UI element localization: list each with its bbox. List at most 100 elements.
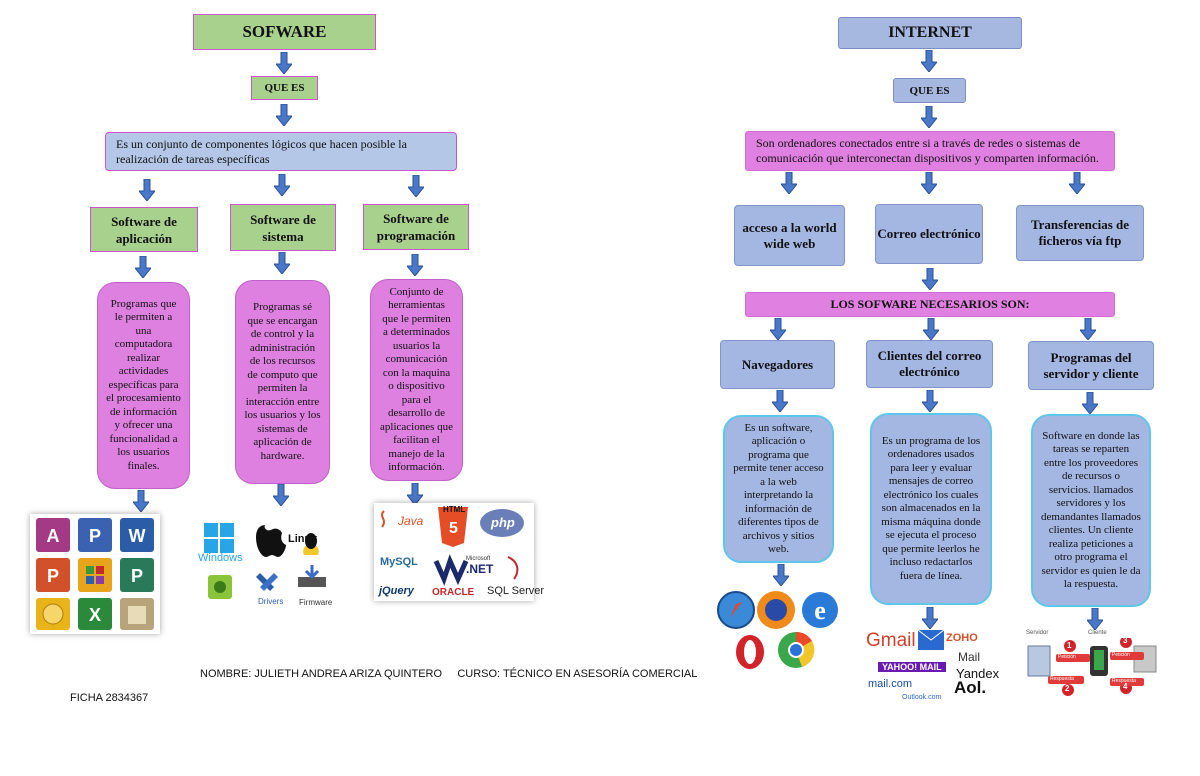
category-programming-label: Software de programación — [376, 211, 456, 243]
mail-envelope-icon — [918, 630, 944, 650]
office-icons: A P W P P X — [36, 518, 154, 630]
sqlserver-logo-label: SQL Server — [487, 585, 545, 597]
system-description: Programas sé que se encargan de control … — [235, 280, 330, 484]
request-label-1: Petición — [1058, 654, 1076, 660]
service-ftp-label: Transferencias de ficheros vía ftp — [1030, 217, 1130, 248]
system-description-text: Programas sé que se encargan de control … — [244, 301, 321, 462]
internet-title: INTERNET — [838, 17, 1022, 49]
arrow-down-icon — [773, 564, 789, 586]
html5-logo-icon — [438, 507, 468, 547]
software-browsers-label: Navegadores — [741, 356, 814, 372]
yandex-logo-label: Yandex — [956, 666, 1000, 681]
software-definition-text: Es un conjunto de componentes lógicos qu… — [116, 136, 407, 166]
service-email: Correo electrónico — [875, 204, 983, 264]
step-4-label: 4 — [1123, 682, 1128, 691]
internet-definition-text: Son ordenadores conectados entre si a tr… — [756, 136, 1099, 165]
server-label: Servidor — [1026, 630, 1049, 636]
arrow-down-icon — [133, 490, 149, 512]
linux-logo-label: Linux — [288, 533, 318, 545]
zoho-mail-label: Mail — [958, 650, 981, 664]
browser-logos: e — [717, 591, 838, 669]
arrow-down-icon — [276, 104, 292, 126]
office-apps-image: A P W P P X — [30, 514, 160, 634]
yahoo-mail-label: YAHOO! MAIL — [878, 662, 946, 672]
dotnet-logo-icon — [433, 554, 469, 586]
sqlserver-logo-icon — [507, 556, 519, 580]
arrow-down-icon — [274, 174, 290, 196]
server-client-description-text: Software en donde las tareas se reparten… — [1041, 429, 1141, 591]
programming-description-text: Conjunto de herramientas que le permiten… — [380, 285, 453, 474]
client-label: Cliente — [1088, 630, 1107, 636]
arrow-down-icon — [772, 390, 788, 412]
arrow-down-icon — [139, 179, 155, 201]
arrow-down-icon — [922, 390, 938, 412]
client-server-diagram: Servidor Cliente 1 3 2 4 Petición Petici… — [1024, 630, 1160, 696]
arrow-down-icon — [921, 106, 937, 128]
footer-name: NOMBRE: JULIETH ANDREA ARIZA QUINTERO — [200, 668, 443, 680]
category-system-label: Software de sistema — [250, 211, 316, 244]
mail-logos: Gmail ZOHO Mail YAHOO! MAIL Yandex mail.… — [864, 628, 999, 701]
software-email-clients-label: Clientes del correo electrónico — [877, 348, 982, 379]
arrow-down-icon — [921, 50, 937, 72]
jquery-logo-label: jQuery — [379, 585, 414, 597]
java-logo-label: Java — [398, 514, 424, 528]
os-logos — [204, 523, 326, 599]
software-server-client: Programas del servidor y cliente — [1028, 341, 1154, 390]
mysql-logo-label: MySQL — [380, 556, 418, 568]
footer-course: CURSO: TÉCNICO EN ASESORÍA COMERCIAL — [457, 668, 698, 680]
oracle-logo-label: ORACLE — [432, 587, 475, 598]
firmware-logo-label: Firmware — [299, 598, 333, 607]
java-logo-icon — [381, 510, 385, 528]
arrow-down-icon — [922, 607, 938, 629]
software-definition: Es un conjunto de componentes lógicos qu… — [105, 132, 457, 171]
software-question: QUE ES — [251, 76, 318, 100]
step-2-label: 2 — [1065, 684, 1070, 693]
arrow-down-icon — [276, 52, 292, 74]
service-ftp: Transferencias de ficheros vía ftp — [1016, 205, 1144, 261]
arrow-down-icon — [1082, 392, 1098, 414]
request-label-2: Petición — [1112, 652, 1130, 658]
php-logo-icon — [480, 509, 524, 537]
ie-logo-icon — [802, 592, 838, 628]
internet-definition: Son ordenadores conectados entre si a tr… — [745, 131, 1115, 171]
arrow-down-icon — [273, 484, 289, 506]
software-email-clients: Clientes del correo electrónico — [866, 340, 993, 388]
arrow-down-icon — [1080, 318, 1096, 340]
client-server-icons — [1027, 638, 1157, 696]
software-question-text: QUE ES — [264, 82, 305, 94]
arrow-down-icon — [1087, 608, 1103, 630]
software-server-client-label: Programas del servidor y cliente — [1043, 349, 1139, 381]
svg-text:P: P — [47, 566, 59, 586]
category-system: Software de sistema — [230, 204, 336, 251]
step-3-label: 3 — [1123, 636, 1128, 645]
arrow-down-icon — [274, 252, 290, 274]
zoho-logo-label: ZOHO — [946, 632, 978, 644]
svg-text:P: P — [89, 526, 101, 546]
software-browsers: Navegadores — [720, 340, 835, 389]
arrow-down-icon — [770, 318, 786, 340]
apple-logo-icon — [256, 525, 286, 557]
internet-question: QUE ES — [893, 78, 966, 103]
service-www: acceso a la world wide web — [734, 205, 845, 266]
drivers-logo-label: Drivers — [258, 597, 284, 606]
arrow-down-icon — [781, 172, 797, 194]
browsers-description: Es un software, aplicación o programa qu… — [723, 415, 834, 563]
footer-student: NOMBRE: JULIETH ANDREA ARIZA QUINTERO CU… — [200, 668, 697, 680]
microsoft-logo-label: Microsoft — [466, 556, 491, 562]
needed-software: LOS SOFWARE NECESARIOS SON: — [745, 292, 1115, 317]
programming-logos — [381, 507, 524, 586]
service-email-label: Correo electrónico — [877, 226, 981, 241]
needed-software-text: LOS SOFWARE NECESARIOS SON: — [830, 297, 1030, 311]
html5-number-label: 5 — [449, 520, 458, 537]
arrow-down-icon — [922, 268, 938, 290]
windows-logo-icon — [204, 523, 234, 553]
browsers-description-text: Es un software, aplicación o programa qu… — [733, 421, 824, 556]
svg-text:X: X — [89, 605, 101, 625]
application-description-text: Programas que le permiten a una computad… — [106, 297, 181, 472]
svg-text:A: A — [47, 526, 60, 546]
email-clients-description-text: Es un programa de los ordenadores usados… — [881, 434, 981, 582]
category-programming: Software de programación — [363, 204, 469, 250]
programming-logos-image — [374, 503, 534, 601]
category-application: Software de aplicación — [90, 207, 198, 252]
arrow-down-icon — [408, 175, 424, 197]
